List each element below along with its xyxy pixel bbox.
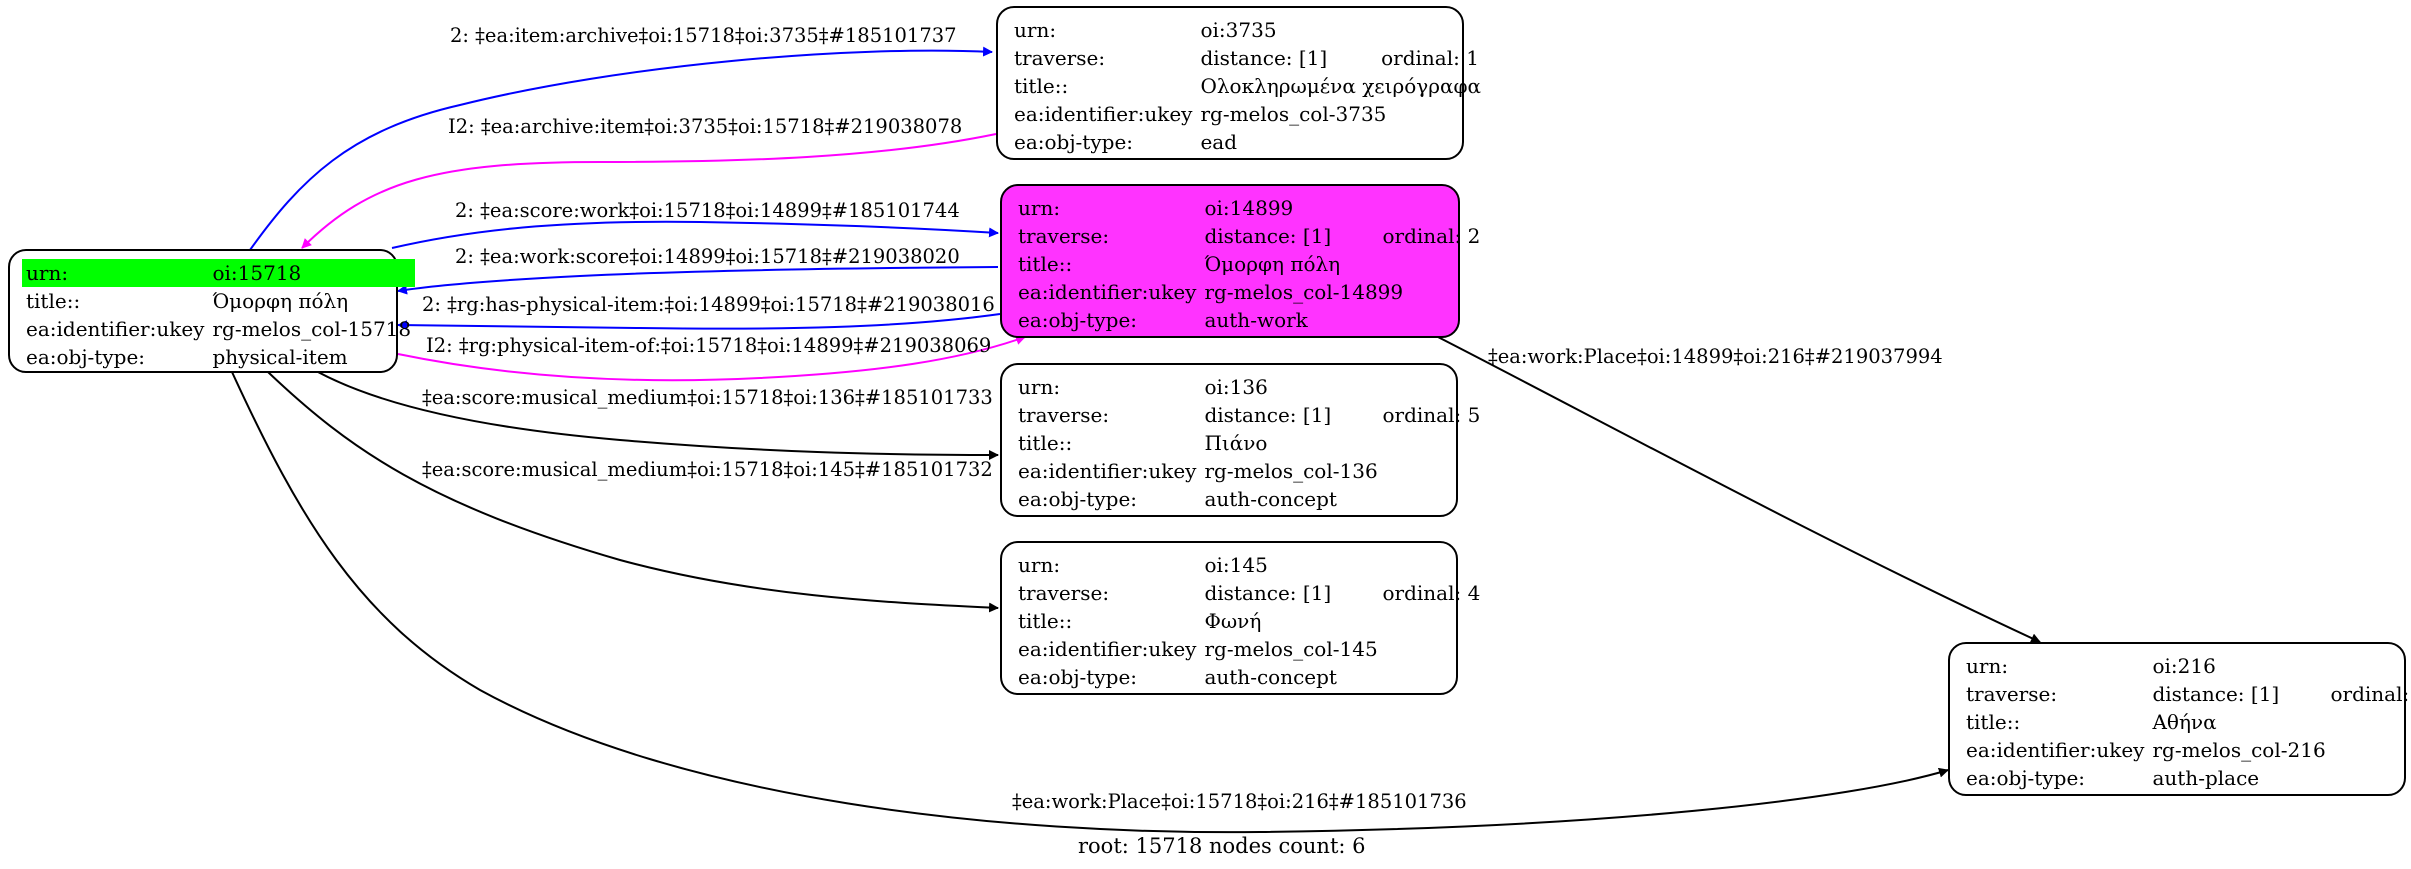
node-obj-type: auth-work <box>1204 308 1308 332</box>
edge-label-musical-medium-136: ‡ea:score:musical_medium‡oi:15718‡oi:136… <box>422 386 993 409</box>
node-obj-type: auth-concept <box>1204 487 1337 511</box>
node-14899[interactable]: urn: oi:14899 traverse: distance: [1] or… <box>1000 184 1480 338</box>
node-distance: distance: [1] <box>1200 46 1328 70</box>
node-urn: oi:136 <box>1204 375 1268 399</box>
edge-physical-item-of <box>397 335 1026 382</box>
node-obj-type: physical-item <box>212 345 348 369</box>
edge-label-work-place-15718: ‡ea:work:Place‡oi:15718‡oi:216‡#18510173… <box>1012 790 1467 813</box>
edge-label-has-physical-item: 2: ‡rg:has-physical-item:‡oi:14899‡oi:15… <box>422 293 995 316</box>
node-136[interactable]: urn: oi:136 traverse: distance: [1] ordi… <box>1000 363 1480 517</box>
edge-label-work-place-14899: ‡ea:work:Place‡oi:14899‡oi:216‡#21903799… <box>1488 345 1943 368</box>
node-field-label: ea:obj-type: <box>1966 766 2086 790</box>
node-title: Φωνή <box>1204 609 1262 633</box>
node-title: Όμορφη πόλη <box>1204 252 1341 276</box>
node-ordinal: ordinal: 3 <box>2330 682 2411 706</box>
edge-label-work-score: 2: ‡ea:work:score‡oi:14899‡oi:15718‡#219… <box>455 245 960 268</box>
node-urn: oi:14899 <box>1204 196 1294 220</box>
edge-item-archive <box>249 46 993 251</box>
node-field-label: title:: <box>26 289 81 313</box>
node-obj-type: auth-concept <box>1204 665 1337 689</box>
node-obj-type: ead <box>1200 130 1238 154</box>
node-distance: distance: [1] <box>2152 682 2280 706</box>
node-urn: oi:216 <box>2152 654 2216 678</box>
edge-musical-medium-145 <box>267 371 999 613</box>
node-ukey: rg-melos_col-216 <box>2152 738 2326 762</box>
node-field-label: urn: <box>1018 375 1061 399</box>
node-urn: oi:15718 <box>208 259 416 287</box>
edge-work-score <box>397 266 999 295</box>
node-urn: oi:3735 <box>1200 18 1277 42</box>
node-field-label: urn: <box>22 259 209 287</box>
node-title: Αθήνα <box>2152 710 2217 734</box>
node-field-label: traverse: <box>1018 224 1110 248</box>
node-field-label: urn: <box>1014 18 1057 42</box>
node-field-label: traverse: <box>1014 46 1106 70</box>
node-145[interactable]: urn: oi:145 traverse: distance: [1] ordi… <box>1000 541 1480 695</box>
node-obj-type: auth-place <box>2152 766 2260 790</box>
node-field-label: ea:obj-type: <box>1018 487 1138 511</box>
node-field-label: title:: <box>1014 74 1069 98</box>
node-distance: distance: [1] <box>1204 581 1332 605</box>
node-field-label: title:: <box>1018 431 1073 455</box>
node-ukey: rg-melos_col-136 <box>1204 459 1378 483</box>
node-field-label: title:: <box>1966 710 2021 734</box>
node-field-label: ea:obj-type: <box>26 345 146 369</box>
edge-archive-item <box>301 133 997 249</box>
graph-footer: root: 15718 nodes count: 6 <box>1078 834 1366 858</box>
node-field-label: ea:identifier:ukey <box>1018 280 1197 304</box>
node-distance: distance: [1] <box>1204 403 1332 427</box>
node-ordinal: ordinal: 1 <box>1381 46 1479 70</box>
node-ukey: rg-melos_col-14899 <box>1204 280 1404 304</box>
node-distance: distance: [1] <box>1204 224 1332 248</box>
node-title: Όμορφη πόλη <box>212 289 349 313</box>
node-field-label: ea:identifier:ukey <box>1014 102 1193 126</box>
node-field-label: ea:identifier:ukey <box>1018 637 1197 661</box>
node-field-label: title:: <box>1018 609 1073 633</box>
edge-label-score-work: 2: ‡ea:score:work‡oi:15718‡oi:14899‡#185… <box>455 199 960 222</box>
node-title: Πιάνο <box>1204 431 1268 455</box>
node-field-label: traverse: <box>1018 403 1110 427</box>
edge-musical-medium-136 <box>317 371 999 460</box>
node-3735[interactable]: urn: oi:3735 traverse: distance: [1] ord… <box>996 6 1481 160</box>
edge-label-musical-medium-145: ‡ea:score:musical_medium‡oi:15718‡oi:145… <box>422 458 993 481</box>
node-field-label: traverse: <box>1018 581 1110 605</box>
node-title: Ολοκληρωμένα χειρόγραφα <box>1200 74 1482 98</box>
node-urn: oi:145 <box>1204 553 1268 577</box>
edge-work-place-15718 <box>231 371 1949 834</box>
node-ordinal: ordinal: 5 <box>1382 403 1481 427</box>
node-field-label: urn: <box>1018 196 1061 220</box>
node-field-label: traverse: <box>1966 682 2058 706</box>
edge-label-archive-item: I2: ‡ea:archive:item‡oi:3735‡oi:15718‡#2… <box>448 115 962 138</box>
edge-work-place-14899 <box>1437 336 2041 643</box>
node-field-label: ea:obj-type: <box>1018 665 1138 689</box>
node-ukey: rg-melos_col-15718 <box>212 317 412 341</box>
edge-has-physical-item <box>397 313 1001 331</box>
node-ukey: rg-melos_col-3735 <box>1200 102 1387 126</box>
edge-label-item-archive: 2: ‡ea:item:archive‡oi:15718‡oi:3735‡#18… <box>450 24 957 47</box>
node-field-label: title:: <box>1018 252 1073 276</box>
node-field-label: ea:identifier:ukey <box>1966 738 2145 762</box>
node-ordinal: ordinal: 4 <box>1382 581 1481 605</box>
node-root-15718[interactable]: urn: oi:15718 title:: Όμορφη πόλη ea:ide… <box>8 249 416 373</box>
node-field-label: ea:obj-type: <box>1018 308 1138 332</box>
edge-score-work <box>391 220 999 249</box>
node-field-label: urn: <box>1966 654 2009 678</box>
node-ukey: rg-melos_col-145 <box>1204 637 1378 661</box>
node-216[interactable]: urn: oi:216 traverse: distance: [1] ordi… <box>1948 642 2411 796</box>
node-field-label: ea:obj-type: <box>1014 130 1134 154</box>
node-field-label: urn: <box>1018 553 1061 577</box>
node-field-label: ea:identifier:ukey <box>1018 459 1197 483</box>
node-field-label: ea:identifier:ukey <box>26 317 205 341</box>
edge-label-physical-item-of: I2: ‡rg:physical-item-of:‡oi:15718‡oi:14… <box>426 334 991 357</box>
node-ordinal: ordinal: 2 <box>1382 224 1481 248</box>
